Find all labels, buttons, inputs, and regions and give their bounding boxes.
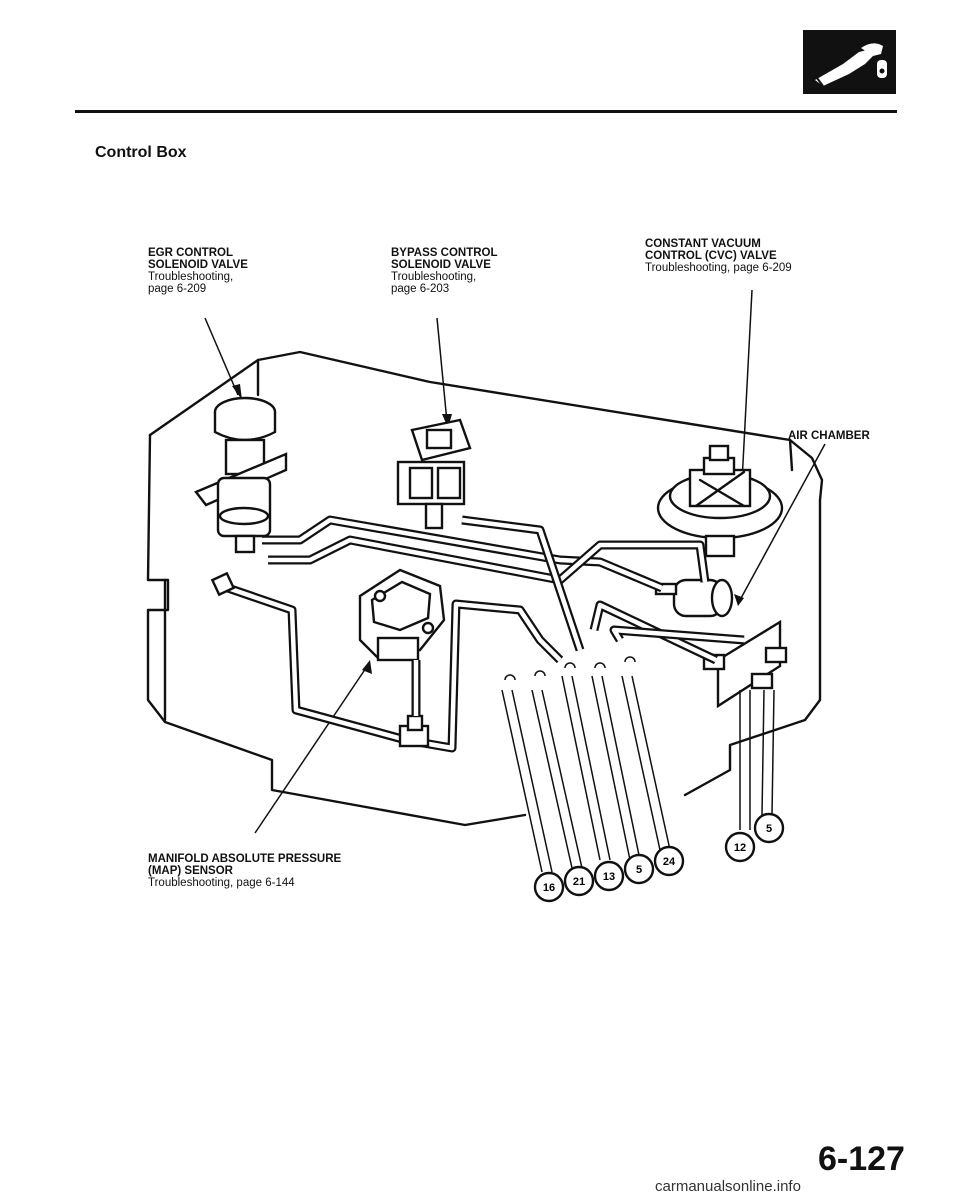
map-callout-ref-1: Troubleshooting, page 6-144 (148, 877, 295, 889)
egr-control-solenoid-valve-callout: EGR CONTROL SOLENOID VALVE Troubleshooti… (148, 247, 248, 295)
hose-number-5-right: 5 (753, 812, 785, 844)
svg-text:24: 24 (663, 856, 676, 868)
bypass-callout-name-1: BYPASS CONTROL (391, 247, 498, 259)
map-callout-name-2: (MAP) SENSOR (148, 865, 233, 877)
cvc-callout-name-2: CONTROL (CVC) VALVE (645, 250, 777, 262)
page-number: 6-127 (818, 1140, 905, 1178)
svg-text:5: 5 (766, 823, 772, 835)
hose-lead-lines (501, 656, 775, 873)
cvc-callout-name-1: CONSTANT VACUUM (645, 238, 761, 250)
map-sensor-callout: MANIFOLD ABSOLUTE PRESSURE (MAP) SENSOR … (148, 853, 341, 889)
svg-text:16: 16 (543, 882, 555, 894)
svg-text:21: 21 (573, 876, 585, 888)
watermark: carmanualsonline.info (655, 1178, 801, 1195)
hose-number-12: 12 (724, 831, 756, 863)
bypass-control-solenoid-valve (396, 418, 472, 530)
section-title: Control Box (95, 144, 187, 161)
bypass-callout-ref-2: page 6-203 (391, 283, 450, 295)
egr-callout-name-1: EGR CONTROL (148, 247, 233, 259)
map-callout-name-1: MANIFOLD ABSOLUTE PRESSURE (148, 853, 342, 865)
bypass-callout-ref-1: Troubleshooting, (391, 271, 477, 283)
bypass-callout-name-2: SOLENOID VALVE (391, 259, 491, 271)
cvc-callout-ref-1: Troubleshooting, page 6-209 (645, 262, 792, 274)
hose-number-13: 13 (593, 860, 625, 892)
control-box-outline (146, 350, 824, 827)
hose-number-16: 16 (533, 871, 565, 903)
cvc-valve-callout: CONSTANT VACUUM CONTROL (CVC) VALVE Trou… (645, 238, 792, 274)
egr-callout-ref-1: Troubleshooting, (148, 271, 234, 283)
vacuum-hoses (210, 515, 745, 753)
egr-callout-name-2: SOLENOID VALVE (148, 259, 248, 271)
fuel-pump-nozzle-icon (803, 30, 896, 94)
hose-number-21: 21 (563, 865, 595, 897)
egr-callout-ref-2: page 6-209 (148, 283, 207, 295)
svg-text:12: 12 (734, 842, 746, 854)
cvc-valve (656, 444, 784, 558)
bypass-control-solenoid-valve-callout: BYPASS CONTROL SOLENOID VALVE Troublesho… (391, 247, 498, 295)
svg-text:5: 5 (636, 864, 642, 876)
header-rule (75, 110, 897, 113)
connector-block (702, 619, 788, 709)
egr-control-solenoid-valve (194, 396, 288, 554)
svg-text:13: 13 (603, 871, 615, 883)
map-sensor (358, 568, 446, 662)
hose-number-24: 24 (653, 845, 685, 877)
hose-number-5-left: 5 (623, 853, 655, 885)
air-chamber (654, 578, 734, 618)
air-chamber-callout: AIR CHAMBER (788, 430, 870, 442)
